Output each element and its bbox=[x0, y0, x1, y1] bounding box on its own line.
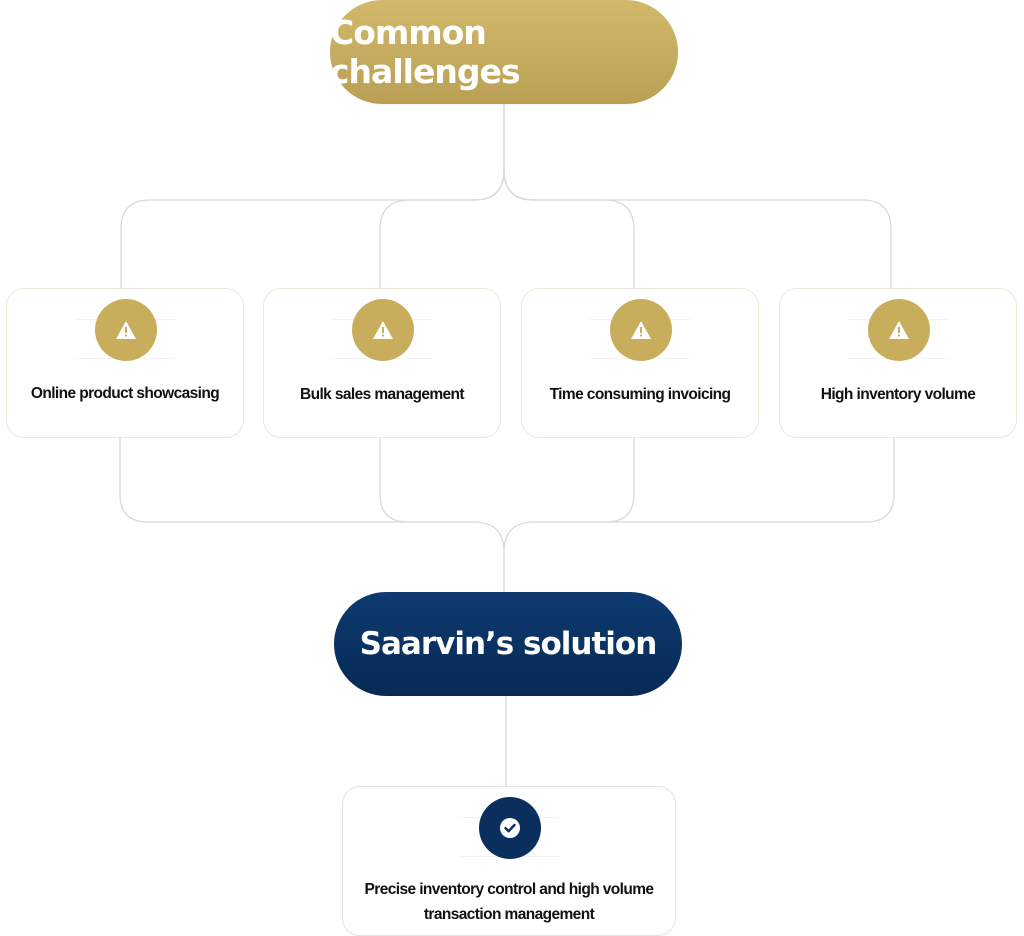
check-icon bbox=[479, 797, 541, 859]
common-challenges-title: Common challenges bbox=[330, 0, 678, 104]
solution-title: Saarvin’s solution bbox=[334, 592, 682, 696]
warning-icon bbox=[610, 299, 672, 361]
challenge-label: Bulk sales management bbox=[299, 386, 465, 403]
warning-icon bbox=[352, 299, 414, 361]
challenge-label: Time consuming invoicing bbox=[549, 386, 731, 403]
challenge-label: High inventory volume bbox=[820, 386, 976, 403]
solution-card: Precise inventory control and high volum… bbox=[342, 786, 676, 936]
challenge-card-invoicing: Time consuming invoicing bbox=[521, 288, 759, 438]
challenge-card-online-product: Online product showcasing bbox=[6, 288, 244, 438]
challenge-card-inventory-volume: High inventory volume bbox=[779, 288, 1017, 438]
challenge-card-bulk-sales: Bulk sales management bbox=[263, 288, 501, 438]
challenge-label: Online product showcasing bbox=[30, 385, 220, 402]
warning-icon bbox=[868, 299, 930, 361]
solution-label: Precise inventory control and high volum… bbox=[364, 881, 655, 923]
warning-icon bbox=[95, 299, 157, 361]
